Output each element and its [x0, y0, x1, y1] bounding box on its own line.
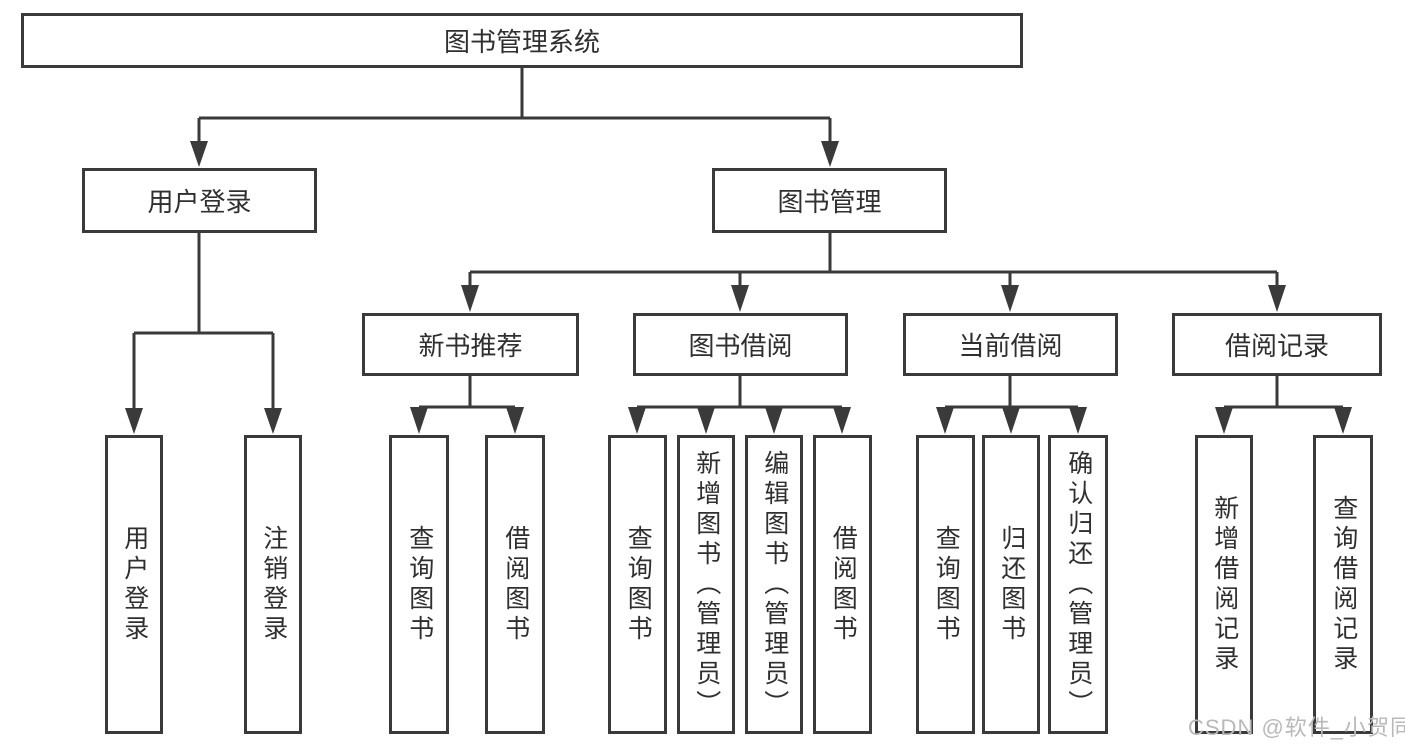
csdn-watermark: CSDN @软件_小贺同学: [1188, 715, 1405, 740]
leaf-user-login: 用户登录: [105, 435, 163, 734]
node-book-management: 图书管理: [712, 168, 947, 233]
leaf-current-query: 查询图书: [916, 435, 975, 734]
node-user-login: 用户登录: [82, 168, 317, 233]
leaf-current-confirm-admin: 确认归还（管理员）: [1048, 435, 1108, 734]
node-root: 图书管理系统: [21, 13, 1023, 68]
node-new-book-recommend: 新书推荐: [362, 313, 579, 376]
leaf-borrow-add-admin: 新增图书（管理员）: [677, 435, 735, 734]
leaf-newbooks-query: 查询图书: [389, 435, 449, 734]
node-borrow-records: 借阅记录: [1172, 313, 1382, 376]
leaf-borrow-query: 查询图书: [608, 435, 667, 734]
arrowheads: [125, 141, 1352, 434]
leaf-borrow-edit-admin: 编辑图书（管理员）: [745, 435, 803, 734]
node-book-borrow: 图书借阅: [633, 313, 848, 376]
leaf-borrow-borrow: 借阅图书: [813, 435, 872, 734]
leaf-records-add: 新增借阅记录: [1195, 435, 1253, 734]
leaf-records-query: 查询借阅记录: [1313, 435, 1373, 734]
leaf-current-return: 归还图书: [982, 435, 1040, 734]
leaf-newbooks-borrow: 借阅图书: [485, 435, 545, 734]
leaf-logout: 注销登录: [244, 435, 302, 734]
node-current-borrow: 当前借阅: [903, 313, 1118, 376]
